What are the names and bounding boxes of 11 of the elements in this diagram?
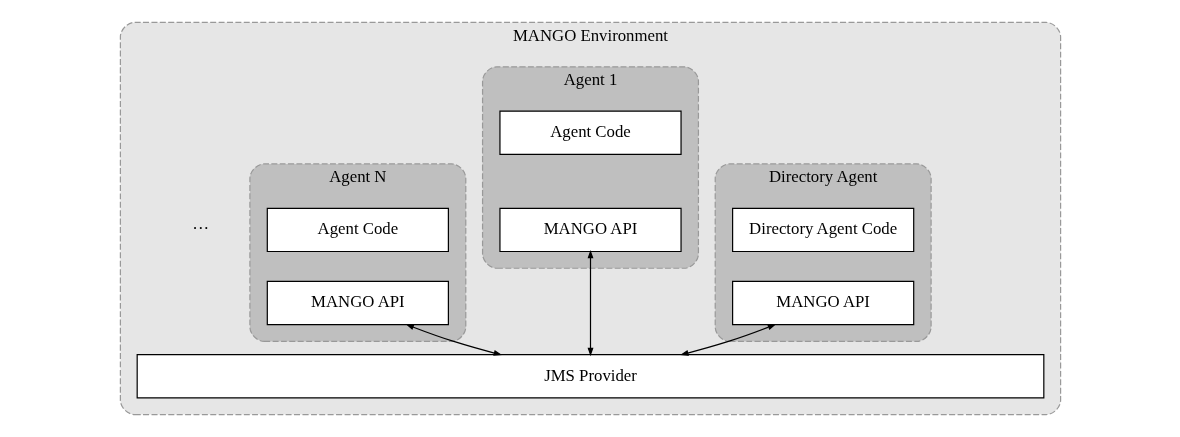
node-box: MANGO API — [498, 207, 682, 253]
node-box: Directory Agent Code — [731, 207, 914, 253]
arrow — [405, 324, 502, 356]
node-box: MANGO API — [731, 280, 914, 326]
node-box: JMS Provider — [136, 354, 1044, 399]
node-box: MANGO API — [266, 280, 449, 326]
node-box: Agent Code — [498, 110, 682, 155]
arrow — [587, 249, 593, 357]
arrow — [679, 324, 776, 356]
node-box: Agent Code — [266, 207, 449, 253]
label: ··· — [191, 219, 209, 239]
